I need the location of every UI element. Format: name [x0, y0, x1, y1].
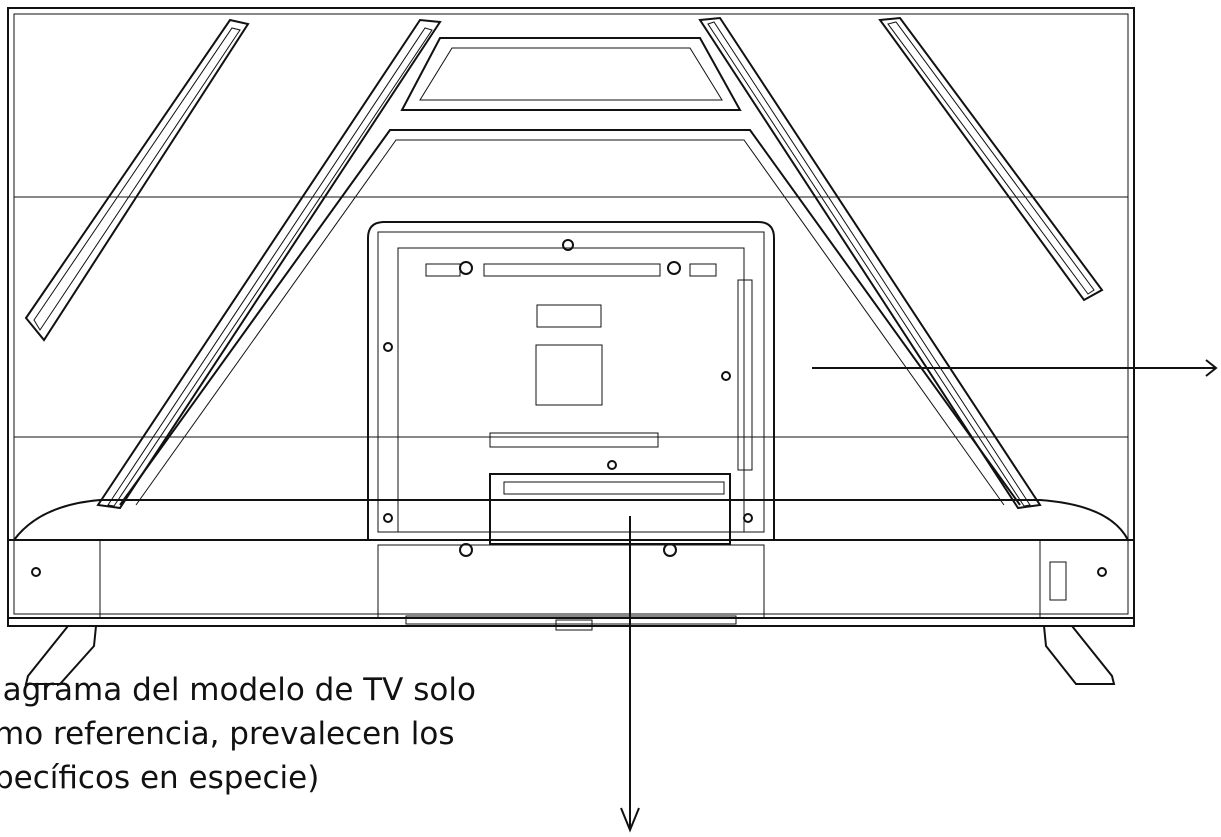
side-port-column [737, 279, 753, 471]
vent-row-middle [489, 432, 659, 448]
top-handle [400, 37, 742, 111]
brace-left-top [24, 18, 250, 342]
screw [459, 261, 473, 275]
warning-label [536, 304, 602, 328]
screw [743, 513, 753, 523]
arrow-right-icon [812, 359, 1218, 377]
caption-line-1: iagrama del modelo de TV solo [0, 672, 476, 708]
brace-left-main [96, 18, 442, 510]
screw [607, 460, 617, 470]
screw [721, 371, 731, 381]
connector-bay [489, 473, 731, 545]
screw [667, 261, 681, 275]
screw [459, 543, 473, 557]
foot-left [24, 625, 98, 685]
screw [1097, 567, 1107, 577]
foot-right [1042, 625, 1116, 685]
vent-row-top [425, 263, 717, 277]
brace-right-top [878, 16, 1104, 302]
bottom-port-strip [405, 615, 737, 625]
tv-inner-frame [13, 13, 1129, 615]
caption-line-3: pecíficos en especie) [0, 760, 320, 796]
center-v-brace [119, 129, 1021, 506]
screw [383, 513, 393, 523]
bottom-base [7, 499, 1135, 631]
bottom-latch [555, 619, 593, 631]
screw [383, 342, 393, 352]
arrow-down-icon [620, 516, 640, 833]
brace-right-main [698, 16, 1042, 510]
screw [31, 567, 41, 577]
screw [663, 543, 677, 557]
screw [562, 239, 574, 251]
connector-strip [503, 481, 725, 495]
tv-frame [7, 7, 1135, 627]
caption-line-2: mo referencia, prevalecen los [0, 716, 455, 752]
back-panel [367, 221, 775, 557]
rating-label [535, 344, 603, 406]
side-button [1049, 561, 1067, 601]
